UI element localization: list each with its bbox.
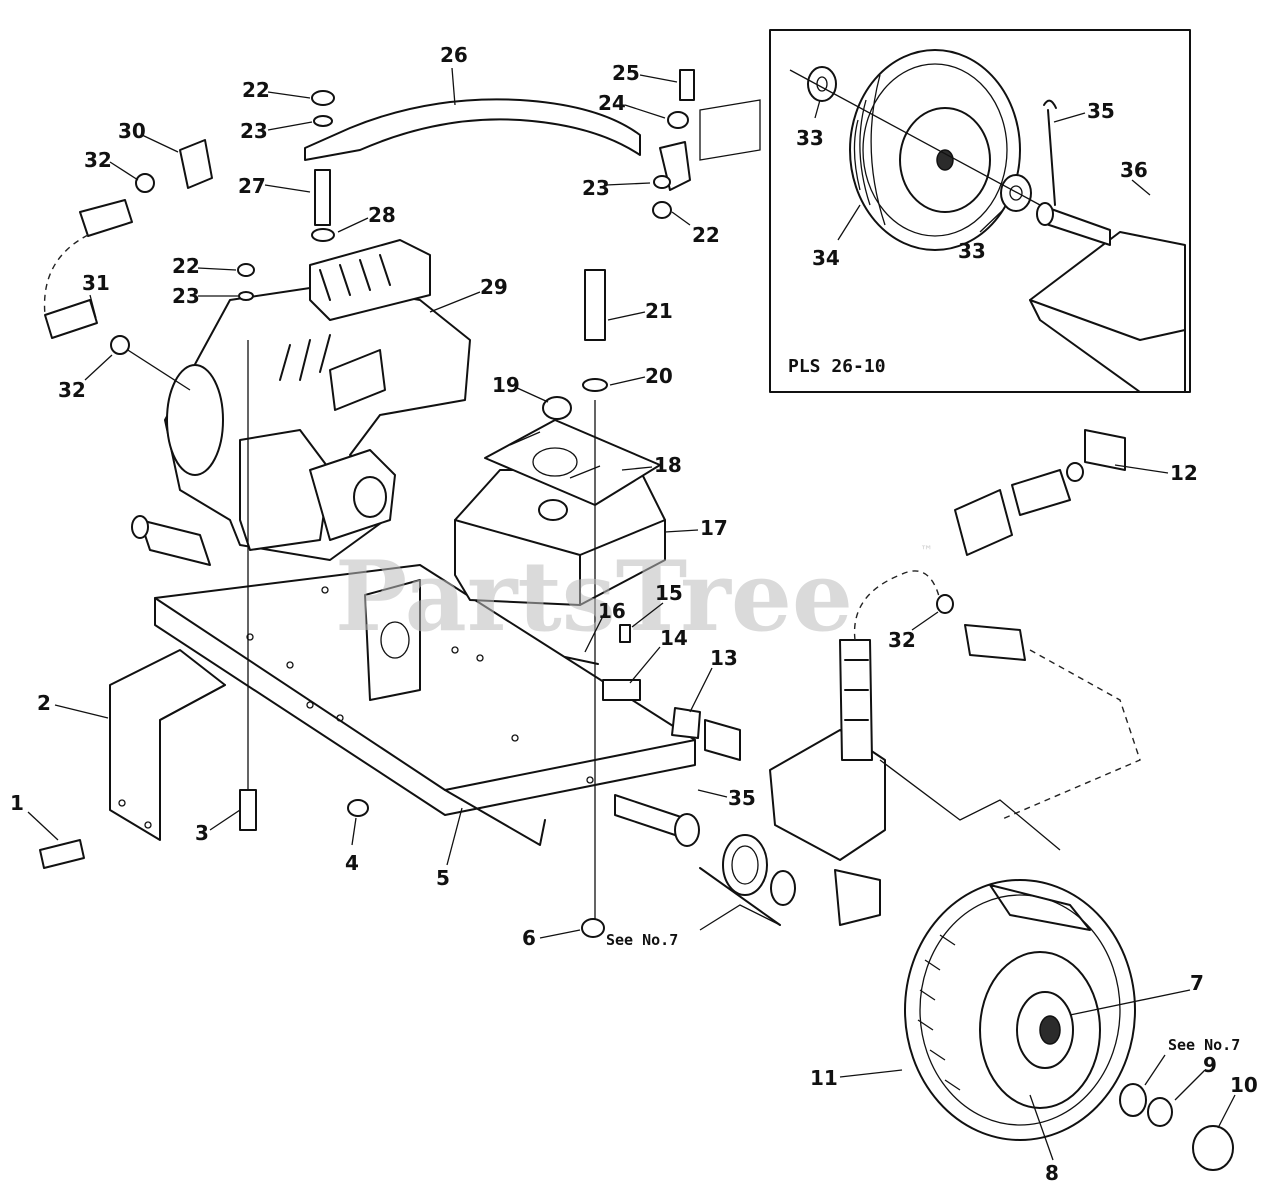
inset-panel: PLS 26-10	[769, 29, 1191, 393]
callout-31: 31	[82, 271, 110, 295]
callout-34: 34	[812, 246, 840, 270]
callout-4: 4	[345, 851, 359, 875]
callout-35-inset: 35	[1087, 99, 1115, 123]
callout-32-mid: 32	[58, 378, 86, 402]
callout-10: 10	[1230, 1073, 1258, 1097]
note-see-no7-right: See No.7	[1168, 1036, 1240, 1054]
fuel-tank	[454, 396, 666, 606]
callout-33-right: 33	[958, 239, 986, 263]
washer-33-right	[1000, 174, 1032, 212]
callout-23-top: 23	[240, 119, 268, 143]
callout-19: 19	[492, 373, 520, 397]
callout-27: 27	[238, 174, 266, 198]
callout-6: 6	[522, 926, 536, 950]
callout-1: 1	[10, 791, 24, 815]
pump-valve	[769, 729, 886, 861]
callout-12: 12	[1170, 461, 1198, 485]
callout-20: 20	[645, 364, 673, 388]
engine	[164, 239, 471, 561]
callout-35-main: 35	[728, 786, 756, 810]
note-see-no7-left: See No.7	[606, 931, 678, 949]
callout-13: 13	[710, 646, 738, 670]
washer-33-left	[807, 66, 837, 102]
inset-wheel	[849, 49, 1021, 251]
watermark: PartsTree	[335, 540, 853, 653]
callout-8: 8	[1045, 1161, 1059, 1185]
callout-17: 17	[700, 516, 728, 540]
callout-28: 28	[368, 203, 396, 227]
exhaust-tube	[304, 98, 641, 161]
callout-24: 24	[598, 91, 626, 115]
callout-23-right: 23	[582, 176, 610, 200]
callout-22-top: 22	[242, 78, 270, 102]
callout-29: 29	[480, 275, 508, 299]
watermark-trademark: ™	[920, 544, 933, 559]
callout-30: 30	[118, 119, 146, 143]
callout-7: 7	[1190, 971, 1204, 995]
callout-36: 36	[1120, 158, 1148, 182]
callout-15: 15	[655, 581, 683, 605]
callout-5: 5	[436, 866, 450, 890]
callout-2: 2	[37, 691, 51, 715]
callout-22-mid: 22	[172, 254, 200, 278]
callout-9: 9	[1203, 1053, 1217, 1077]
callout-23-mid: 23	[172, 284, 200, 308]
callout-11: 11	[810, 1066, 838, 1090]
callout-3: 3	[195, 821, 209, 845]
bracket-2	[109, 649, 226, 841]
inset-label: PLS 26-10	[788, 356, 886, 377]
main-wheel	[904, 879, 1136, 1141]
callout-32-top: 32	[84, 148, 112, 172]
callout-33-left: 33	[796, 126, 824, 150]
callout-22-right: 22	[692, 223, 720, 247]
callout-32-right: 32	[888, 628, 916, 652]
mounting-plate	[154, 564, 696, 846]
callout-18: 18	[654, 453, 682, 477]
callout-16: 16	[598, 599, 626, 623]
callout-21: 21	[645, 299, 673, 323]
callouts: 1 2 3 4 5 6 See No.7 7 8 9 10 11 See No.…	[10, 43, 1258, 1185]
callout-14: 14	[660, 626, 688, 650]
callout-26: 26	[440, 43, 468, 67]
callout-25: 25	[612, 61, 640, 85]
